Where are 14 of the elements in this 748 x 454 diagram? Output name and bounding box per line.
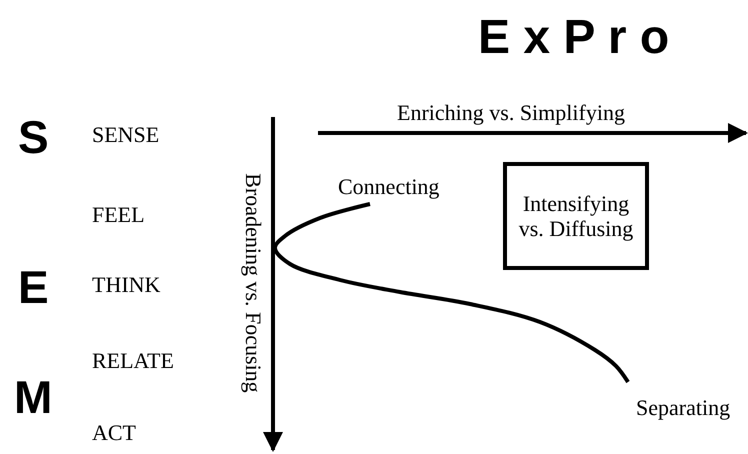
module-letter: S [18, 114, 49, 160]
curve-label: Connecting [338, 176, 440, 198]
module-name: THINK [92, 274, 160, 296]
module-letter: E [18, 264, 49, 310]
module-name: ACT [92, 422, 136, 444]
curve-label: Separating [636, 397, 730, 419]
axis-label: Enriching vs. Simplifying [397, 102, 625, 124]
label-box: Intensifying vs. Diffusing [503, 162, 649, 270]
title: E x P r o [478, 14, 670, 62]
module-name: FEEL [92, 204, 145, 226]
module-name: RELATE [92, 350, 174, 372]
module-letter: M [14, 374, 52, 420]
axis-label: Broadening vs. Focusing [242, 173, 264, 393]
module-name: SENSE [92, 124, 160, 146]
